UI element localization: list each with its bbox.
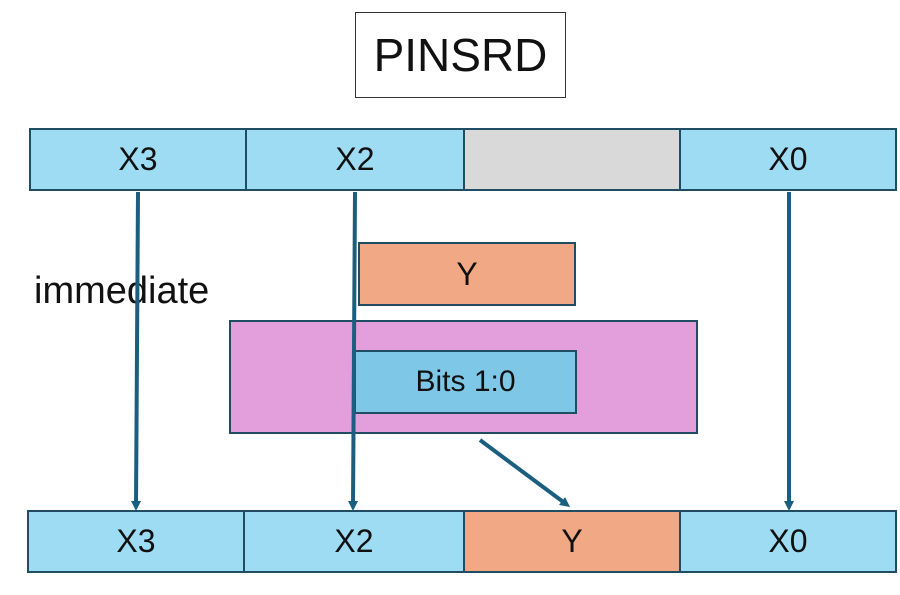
insert-value-box: Y — [358, 242, 576, 306]
source-cell-x3: X3 — [29, 128, 247, 191]
source-cell-empty — [463, 128, 681, 191]
result-cell-x0: X0 — [679, 510, 897, 573]
result-cell-y: Y — [463, 510, 681, 573]
source-cell-x0: X0 — [679, 128, 897, 191]
arrow-y-insert — [478, 438, 571, 507]
source-cell-x2: X2 — [245, 128, 465, 191]
immediate-bits-box: Bits 1:0 — [354, 350, 577, 414]
diagram-title: PINSRD — [355, 12, 566, 98]
result-cell-x3: X3 — [27, 510, 245, 573]
arrow-x3 — [131, 191, 142, 511]
result-cell-x2: X2 — [243, 510, 465, 573]
immediate-label: immediate — [34, 270, 210, 312]
